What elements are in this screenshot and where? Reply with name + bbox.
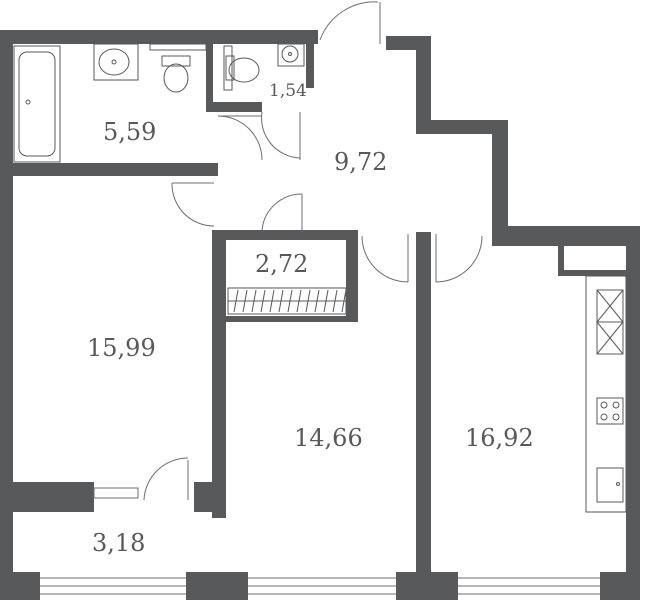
wall-closet-top <box>212 230 358 240</box>
door-icon <box>261 193 303 232</box>
hanger-rail-mark <box>287 289 293 313</box>
closet-shelf <box>227 287 347 315</box>
wall-left <box>0 30 13 600</box>
wall-mid-right <box>416 232 431 600</box>
hanger-rail-mark <box>305 289 311 313</box>
hanger-rail-mark <box>296 289 302 313</box>
door-icon <box>171 182 215 227</box>
door-icon <box>319 1 381 44</box>
wall-right <box>626 226 640 600</box>
hanger-rail-mark <box>233 289 239 313</box>
bathroom-fixtures <box>13 43 305 163</box>
wall-step-2v <box>492 120 508 235</box>
wall-step-2 <box>416 120 508 134</box>
hanger-rail-mark <box>332 289 338 313</box>
door-icon <box>361 234 409 283</box>
sink-icon <box>277 43 305 67</box>
wall-bottom-2 <box>186 572 248 600</box>
window-icon <box>458 577 600 595</box>
hanger-rail-mark <box>269 289 275 313</box>
bathtub-icon <box>13 45 61 163</box>
wall-closet-bottom <box>212 316 358 322</box>
wall-balcony-right <box>194 482 226 512</box>
windows <box>40 577 600 595</box>
wall-closet-right <box>346 230 358 320</box>
door-icon <box>261 111 301 160</box>
sink-icon <box>93 43 139 81</box>
wall-niche <box>558 246 564 276</box>
wall-bottom-1 <box>0 572 40 600</box>
room-area-hall: 9,72 <box>334 148 387 176</box>
hanger-rail-mark <box>251 289 257 313</box>
doors <box>93 1 483 501</box>
wall-bath-wc <box>206 40 213 110</box>
wall-balcony <box>0 482 94 512</box>
wall-bath-bottom <box>0 163 218 176</box>
hanger-rail-mark <box>341 289 347 313</box>
kitchen-sink-icon <box>596 467 624 503</box>
wall-closet-left <box>212 230 226 518</box>
hanger-rail-mark <box>314 289 320 313</box>
balcony-door-frame <box>93 487 139 499</box>
room-area-wc: 1,54 <box>269 81 307 101</box>
room-labels: 5,59 1,54 9,72 2,72 15,99 14,66 16,92 3,… <box>87 81 534 557</box>
hanger-rail-mark <box>278 289 284 313</box>
room-area-kitchen-living: 16,92 <box>465 424 534 452</box>
kitchen-fixtures <box>585 275 627 513</box>
room-area-bedroom-left: 15,99 <box>87 334 156 362</box>
hanger-rail-mark <box>242 289 248 313</box>
wall-wc-right <box>306 40 314 88</box>
hanger-rail-mark <box>323 289 329 313</box>
wall-step-1v <box>416 36 431 130</box>
stove-icon <box>596 397 624 425</box>
walls <box>0 30 640 600</box>
room-area-bathroom: 5,59 <box>103 118 156 146</box>
cabinet-icon <box>596 289 624 355</box>
wall-niche-b <box>558 270 626 276</box>
kitchen-counter <box>585 275 627 513</box>
room-area-closet: 2,72 <box>255 250 308 278</box>
door-icon <box>435 234 483 283</box>
wall-wc-bottom <box>206 102 262 112</box>
door-icon <box>217 115 263 161</box>
door-icon <box>143 457 189 501</box>
toilet-icon <box>149 43 207 93</box>
room-area-bedroom-middle: 14,66 <box>294 424 363 452</box>
wall-bottom-3 <box>396 572 458 600</box>
window-icon <box>40 577 186 595</box>
toilet-icon <box>223 45 260 91</box>
wall-step-3 <box>492 226 638 246</box>
window-icon <box>248 577 396 595</box>
wall-bottom-4 <box>600 572 640 600</box>
hanger-rail-mark <box>260 289 266 313</box>
wall-top-left <box>0 30 318 44</box>
room-area-balcony: 3,18 <box>92 529 145 557</box>
